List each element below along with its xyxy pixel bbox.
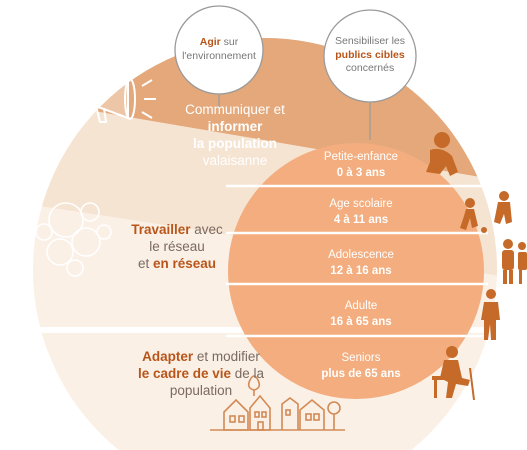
network-circles-icon: [35, 202, 112, 277]
audience-petite-enfance: Petite-enfance 0 à 3 ans: [306, 150, 416, 181]
houses-icon: [210, 375, 345, 431]
agir-word: Agir: [199, 36, 221, 48]
et-modifier-words: et modifier: [193, 349, 260, 364]
network-label: Travailler avec le réseau et en réseau: [112, 222, 242, 273]
en-reseau-word: en réseau: [152, 255, 217, 271]
toddler-icon: [426, 132, 458, 176]
audience-range: 16 à 65 ans: [330, 315, 392, 328]
audience-name: Adolescence: [328, 249, 394, 261]
concernes-line: concernés: [345, 62, 395, 75]
top-left-label: Agir sur l'environnement: [176, 36, 262, 63]
communicate-line1: Communiquer et: [185, 102, 285, 117]
cadre-de-vie-words: le cadre de vie: [137, 365, 232, 381]
audience-seniors: Seniors plus de 65 ans: [306, 351, 416, 382]
audience-range: 0 à 3 ans: [336, 166, 386, 179]
communicate-label: Communiquer et informer la population va…: [150, 102, 320, 170]
children-playing-icon: [460, 191, 512, 233]
adult-icon: [481, 289, 500, 340]
communicate-line4: valaisanne: [202, 152, 268, 168]
audience-name: Adulte: [344, 300, 378, 312]
top-right-label: Sensibiliser les publics cibles concerné…: [322, 35, 418, 76]
population-line: population: [169, 382, 233, 398]
teenagers-icon: [502, 239, 527, 284]
avec-word: avec: [190, 222, 223, 237]
adapter-word: Adapter: [142, 349, 194, 364]
audience-name: Age scolaire: [329, 198, 393, 210]
audience-name: Petite-enfance: [323, 151, 399, 163]
audience-figures: [426, 132, 527, 401]
sensibiliser-line: Sensibiliser les: [334, 35, 406, 47]
adapt-label: Adapter et modifier le cadre de vie de l…: [116, 349, 286, 400]
de-la-words: de la: [231, 365, 265, 381]
communicate-line3: la population: [193, 135, 277, 151]
audience-age-scolaire: Age scolaire 4 à 11 ans: [306, 197, 416, 228]
sur-word: sur: [220, 36, 239, 48]
audience-adulte: Adulte 16 à 65 ans: [306, 299, 416, 330]
megaphone-icon: [81, 78, 156, 123]
audience-range: 12 à 16 ans: [330, 264, 392, 277]
environnement-line: l'environnement: [182, 49, 256, 62]
le-reseau-line: le réseau: [149, 238, 205, 254]
et-word: et: [137, 255, 153, 271]
audience-adolescence: Adolescence 12 à 16 ans: [306, 248, 416, 279]
travailler-word: Travailler: [131, 222, 191, 237]
communicate-line2: informer: [207, 118, 263, 134]
audience-name: Seniors: [341, 352, 381, 364]
senior-with-cane-icon: [432, 346, 475, 401]
audience-dividers: [226, 184, 488, 338]
audience-range: plus de 65 ans: [321, 367, 401, 380]
audience-range: 4 à 11 ans: [333, 213, 389, 226]
publics-cibles-line: publics cibles: [335, 48, 405, 61]
